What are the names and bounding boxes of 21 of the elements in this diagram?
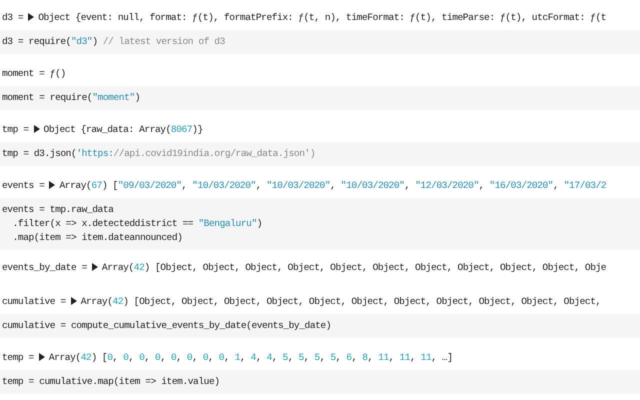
code-line: moment = require("moment") [2, 91, 142, 105]
variable-name: events = [2, 180, 44, 191]
output-value: Object {event: null, format: ƒ(t), formatPrefix: ƒ(t, n), timeFormat: ƒ(t), timeParse: ƒ(t), utcFormat: ƒ(t [38, 12, 606, 23]
code-line: d3 = require("d3") // latest version of d3 [2, 35, 226, 49]
code-line: .map(item => item.dateannounced) [12, 231, 184, 245]
output-value: Array(42) [Object, Object, Object, Object, Object, Object, Object, Object, Object, Object, Obje [102, 262, 606, 273]
code-line: events = tmp.raw_data [2, 203, 114, 217]
variable-name: d3 = [2, 12, 24, 23]
variable-name: temp = [2, 352, 34, 363]
code-line: tmp = d3.json('https://api.covid19india.org/raw_data.json') [2, 147, 316, 161]
output-value: Object {raw_data: Array(8067)} [44, 124, 203, 135]
variable-name: events_by_date = [2, 262, 87, 273]
code-line: .filter(x => x.detecteddistrict == "Bengaluru") [12, 217, 264, 231]
output-value: Array(67) ["09/03/2020", "10/03/2020", "10/03/2020", "10/03/2020", "12/03/2020", "16/03/2020", "17/03/2 [59, 180, 606, 191]
variable-name: cumulative = [2, 296, 66, 307]
variable-name: tmp = [2, 124, 29, 135]
output-line: moment = ƒ() [2, 67, 67, 81]
code-line: temp = cumulative.map(item => item.value) [2, 375, 221, 389]
output-value: Array(42) [0, 0, 0, 0, 0, 0, 0, 0, 1, 4, 4, 5, 5, 5, 5, 6, 8, 11, 11, 11, …] [48, 352, 453, 363]
code-line: cumulative = compute_cumulative_events_by_date(events_by_date) [2, 319, 332, 333]
output-value: Array(42) [Object, Object, Object, Object, Object, Object, Object, Object, Object, Object, Object, [80, 296, 601, 307]
